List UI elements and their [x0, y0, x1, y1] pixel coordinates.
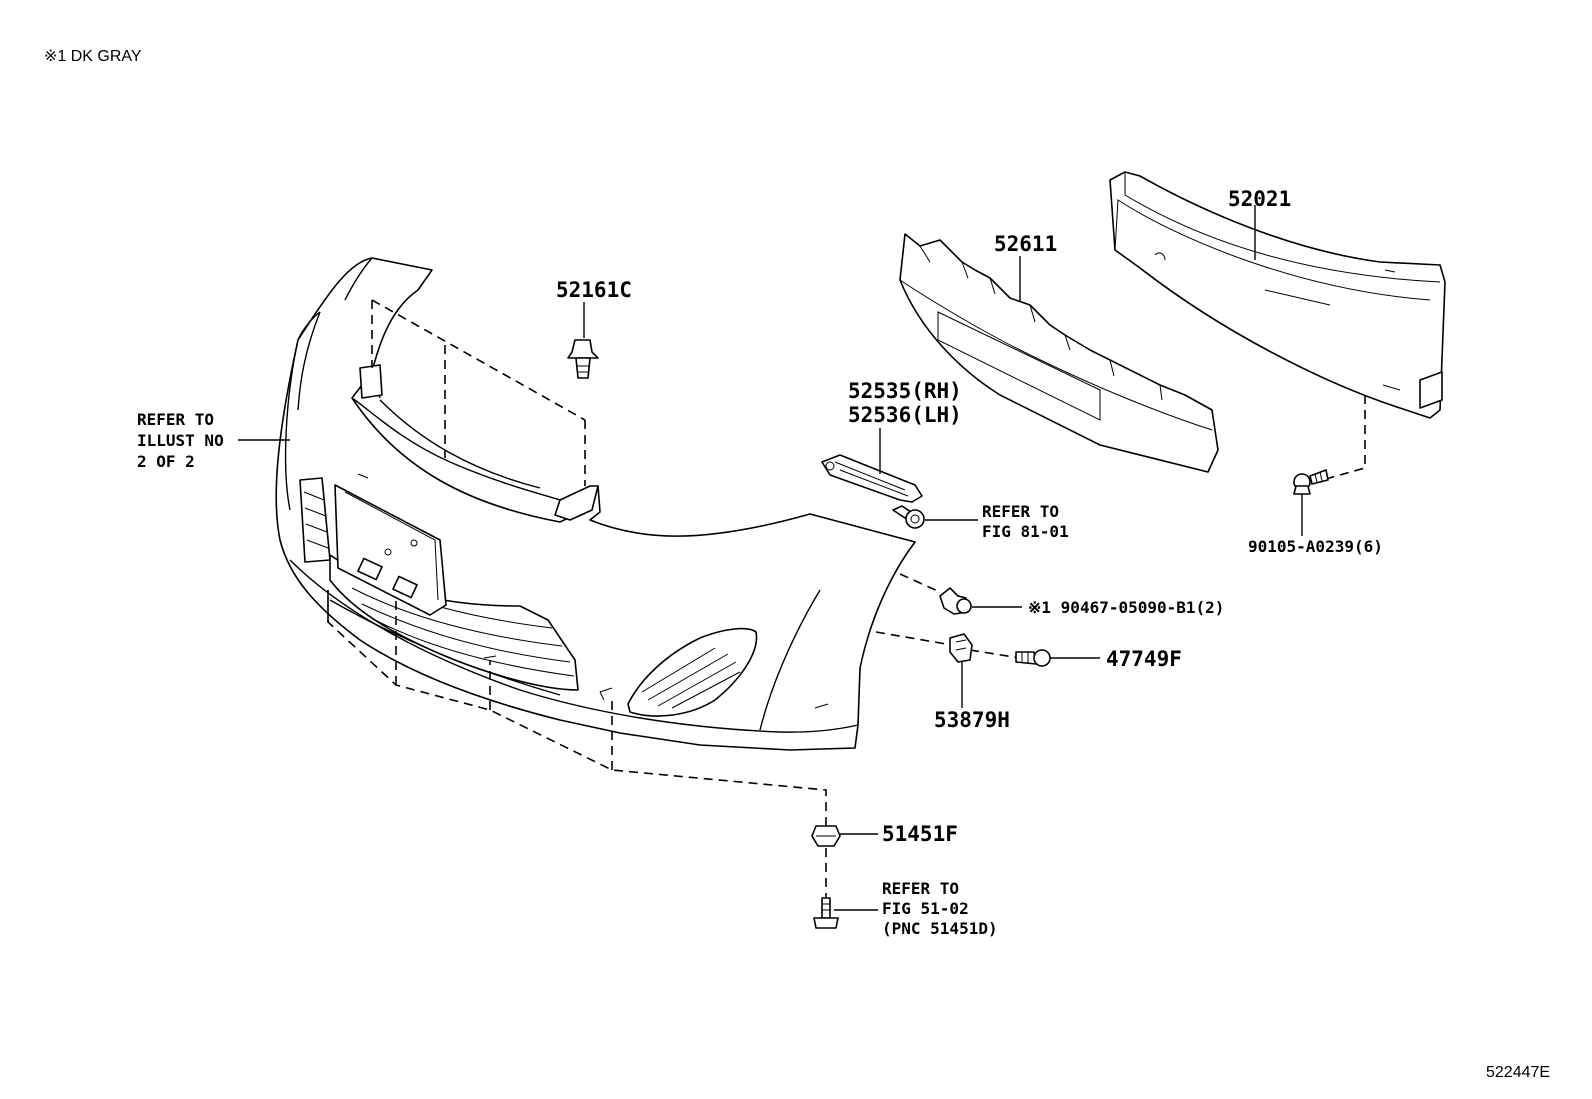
color-note: ※1 DK GRAY [44, 48, 142, 65]
retainer-53879H[interactable] [949, 633, 973, 663]
retainer-52535[interactable] [821, 454, 923, 503]
label-52535[interactable]: 52535(RH) [848, 379, 962, 403]
refer-fig81-line2[interactable]: FIG 81-01 [982, 522, 1069, 541]
refer-fig51-line1: REFER TO [882, 879, 959, 898]
screw-refer-81[interactable] [892, 505, 925, 529]
bumper-cover[interactable] [275, 257, 916, 751]
label-52021[interactable]: 52021 [1228, 187, 1291, 211]
refer-illust-line1: REFER TO [137, 410, 214, 429]
label-53879H[interactable]: 53879H [934, 708, 1010, 732]
label-52536[interactable]: 52536(LH) [848, 403, 962, 427]
label-52611[interactable]: 52611 [994, 232, 1057, 256]
label-90467[interactable]: ※1 90467-05090-B1(2) [1028, 598, 1224, 617]
callout-refer-illust: REFER TO ILLUST NO 2 OF 2 [137, 410, 224, 471]
label-90105[interactable]: 90105-A0239(6) [1248, 537, 1383, 556]
clip-90467[interactable] [939, 587, 972, 615]
clip-52161C[interactable] [567, 339, 599, 379]
illustration-id: 522447E [1486, 1064, 1550, 1081]
reinforcement-52021[interactable] [1109, 171, 1446, 419]
callout-refer-fig81: REFER TO FIG 81-01 [982, 502, 1069, 541]
label-52161C[interactable]: 52161C [556, 278, 632, 302]
refer-illust-line2: ILLUST NO [137, 431, 224, 450]
nut-51451F[interactable] [811, 825, 841, 847]
label-51451F[interactable]: 51451F [882, 822, 958, 846]
bolt-refer-51[interactable] [813, 897, 839, 929]
refer-illust-line3: 2 OF 2 [137, 452, 195, 471]
absorber-52611[interactable] [899, 233, 1219, 473]
label-47749F[interactable]: 47749F [1106, 647, 1182, 671]
refer-fig81-line1: REFER TO [982, 502, 1059, 521]
screw-47749F[interactable] [1015, 649, 1051, 667]
refer-fig51-line3: (PNC 51451D) [882, 919, 998, 938]
bolt-90105[interactable] [1293, 469, 1329, 495]
refer-fig51-line2[interactable]: FIG 51-02 [882, 899, 969, 918]
callout-refer-fig51: REFER TO FIG 51-02 (PNC 51451D) [882, 879, 998, 938]
